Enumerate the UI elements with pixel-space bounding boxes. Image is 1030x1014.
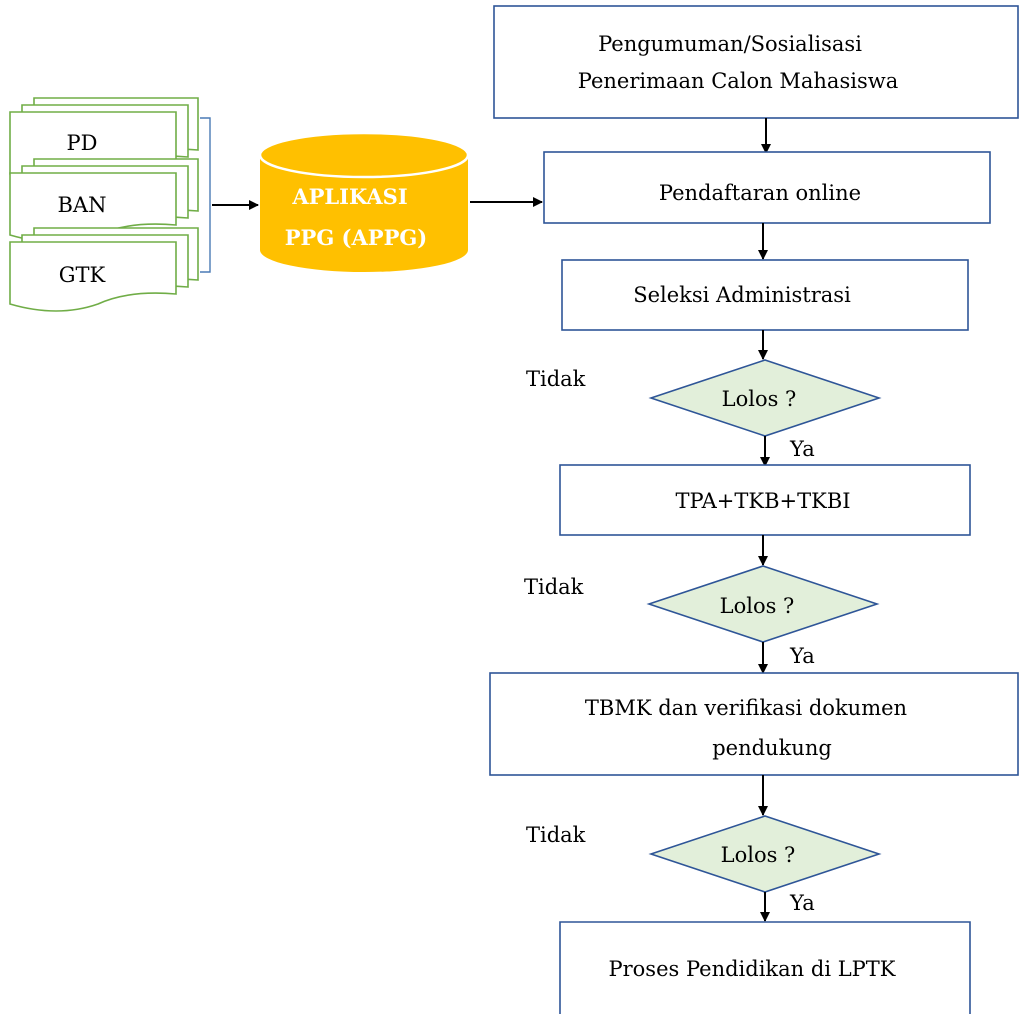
- document-stack-ban: BAN: [9, 158, 199, 243]
- step-box-pendaftaran: [543, 151, 991, 224]
- step-seleksi-label: Seleksi Administrasi: [633, 283, 851, 307]
- document-stack-gtk: GTK: [9, 227, 199, 312]
- decision-1-no-label: Tidak: [526, 367, 586, 391]
- document-label-ban: BAN: [58, 193, 107, 217]
- document-shape-gtk: [9, 241, 177, 312]
- database-icon: APLIKASI PPG (APPG): [258, 131, 470, 272]
- decision-1-label: Lolos ?: [722, 387, 797, 411]
- database-label-line2: PPG (APPG): [285, 225, 428, 250]
- step-box-seleksi: [561, 259, 969, 331]
- step-tes-label: TPA+TKB+TKBI: [675, 489, 850, 513]
- step-box-pengumuman: [493, 5, 1019, 119]
- step-pengumuman-line2: Penerimaan Calon Mahasiswa: [578, 69, 898, 93]
- step-proses-label: Proses Pendidikan di LPTK: [609, 957, 896, 981]
- decision-2-label: Lolos ?: [720, 594, 795, 618]
- step-box-tes: [559, 464, 971, 536]
- grouping-brace: [200, 117, 211, 273]
- decision-3-label: Lolos ?: [721, 843, 796, 867]
- step-box-proses: [559, 921, 971, 1014]
- document-label-gtk: GTK: [59, 263, 106, 287]
- step-pendaftaran-label: Pendaftaran online: [659, 181, 861, 205]
- decision-1-yes-label: Ya: [789, 437, 815, 461]
- document-label-pd: PD: [67, 131, 98, 155]
- database-label-line1: APLIKASI: [291, 184, 407, 209]
- step-tbmk-line1: TBMK dan verifikasi dokumen: [585, 696, 907, 720]
- decision-2-no-label: Tidak: [524, 575, 584, 599]
- decision-3-no-label: Tidak: [526, 823, 586, 847]
- decision-2-yes-label: Ya: [789, 644, 815, 668]
- step-tbmk-line2: pendukung: [712, 736, 832, 760]
- decision-3-yes-label: Ya: [789, 891, 815, 915]
- step-pengumuman-line1: Pengumuman/Sosialisasi: [598, 32, 862, 56]
- step-box-tbmk: [489, 672, 1019, 776]
